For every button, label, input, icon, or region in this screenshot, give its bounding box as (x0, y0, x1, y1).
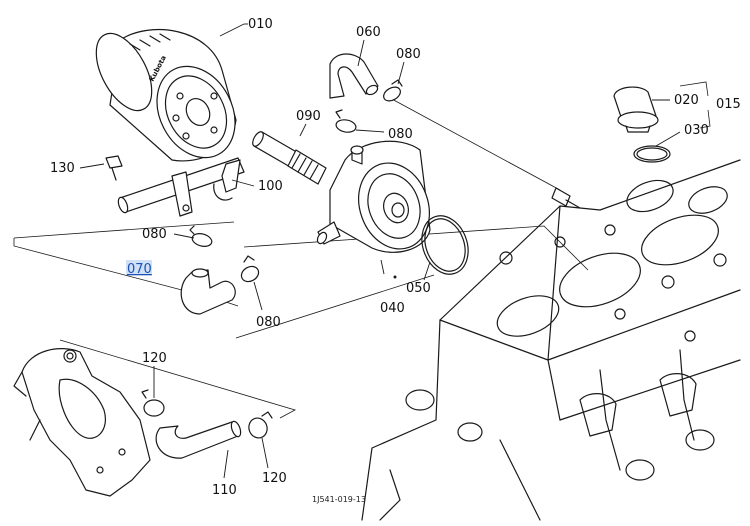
hose-070[interactable] (180, 268, 236, 315)
water-pump-housing (13, 348, 151, 497)
label-100[interactable]: 100 (258, 179, 283, 194)
adapter-090[interactable] (251, 130, 327, 185)
oil-filter-010[interactable]: Kubota (85, 25, 250, 172)
label-130[interactable]: 130 (50, 161, 75, 176)
leader-lines (79, 23, 681, 479)
label-010[interactable]: 010 (248, 17, 273, 32)
label-040[interactable]: 040 (380, 301, 405, 316)
bolt-130[interactable] (105, 155, 123, 181)
label-030[interactable]: 030 (684, 123, 709, 138)
label-070-highlight (126, 260, 152, 275)
label-120-right[interactable]: 120 (262, 471, 287, 486)
clamp-080-mid[interactable] (335, 109, 357, 134)
drawing-code: 1J541-019-13 (312, 495, 366, 504)
o-ring-030[interactable] (633, 145, 671, 163)
engine-block (361, 159, 741, 521)
hose-060[interactable] (329, 53, 379, 99)
label-080-top[interactable]: 080 (396, 47, 421, 62)
label-090[interactable]: 090 (296, 109, 321, 124)
label-110[interactable]: 110 (212, 483, 237, 498)
label-120-left[interactable]: 120 (142, 351, 167, 366)
label-080-left[interactable]: 080 (142, 227, 167, 242)
label-020[interactable]: 020 (674, 93, 699, 108)
clamp-080-top[interactable] (381, 79, 403, 104)
label-015[interactable]: 015 (716, 97, 741, 112)
pipe-100[interactable] (117, 157, 245, 217)
label-050[interactable]: 050 (406, 281, 431, 296)
hose-110[interactable] (155, 420, 242, 459)
fitting-near-block (551, 187, 581, 209)
oil-cooler-040[interactable] (316, 140, 441, 279)
oil-filler-cap-020[interactable] (613, 86, 659, 133)
label-070[interactable]: 070 (127, 262, 152, 277)
group-boundary-lines (13, 97, 589, 419)
clamp-080-bottom[interactable] (239, 255, 262, 285)
bracket-015 (679, 81, 711, 129)
o-ring-050[interactable] (414, 209, 476, 280)
clamp-080-left[interactable] (189, 225, 213, 248)
clamp-120-right[interactable] (246, 411, 273, 440)
label-080-bottom[interactable]: 080 (256, 315, 281, 330)
label-060[interactable]: 060 (356, 25, 381, 40)
clamp-120-left[interactable] (141, 389, 165, 417)
label-080-mid[interactable]: 080 (388, 127, 413, 142)
